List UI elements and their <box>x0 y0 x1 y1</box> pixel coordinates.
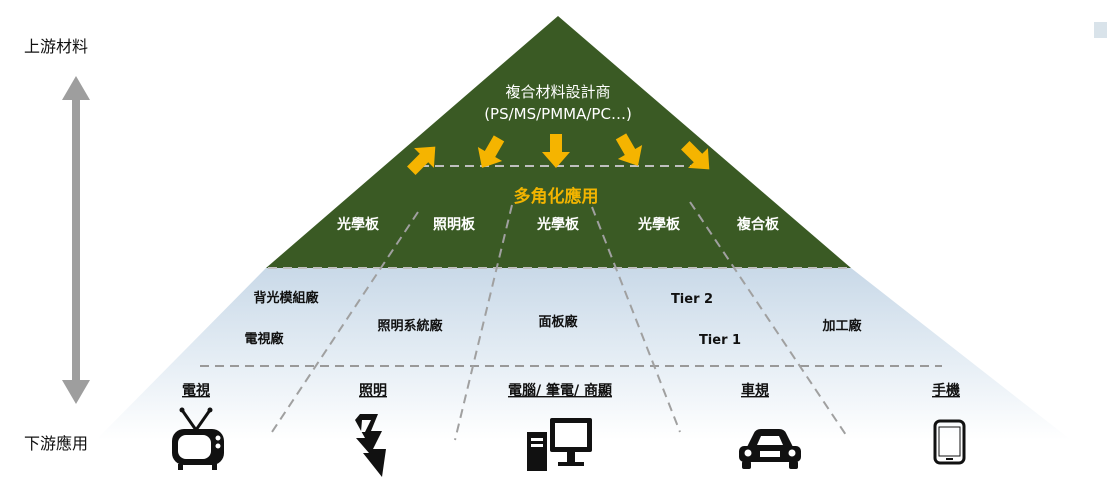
app-label-tv: 電視 <box>182 382 210 399</box>
upstream-label: 上游材料 <box>24 37 88 56</box>
center-label: 多角化應用 <box>514 186 599 207</box>
tier1-label: Tier 1 <box>699 333 741 348</box>
corner-mark <box>1094 22 1107 38</box>
board-label: 光學板 <box>637 216 681 233</box>
arrow-icon <box>477 135 505 168</box>
tv-factory-label: 電視廠 <box>244 331 284 347</box>
pyramid-lower-section <box>96 268 1071 440</box>
processing-factory-label: 加工廠 <box>821 318 862 334</box>
car-icon <box>739 429 801 469</box>
tier2-label: Tier 2 <box>671 292 713 307</box>
computer-icon <box>527 418 592 471</box>
lighting-system-label: 照明系統廠 <box>377 318 443 334</box>
panel-factory-label: 面板廠 <box>538 314 578 330</box>
vertical-axis-arrow <box>62 76 90 404</box>
downstream-label: 下游應用 <box>24 434 88 453</box>
app-label-computer: 電腦/ 筆電/ 商顯 <box>508 382 612 399</box>
arrow-icon <box>681 141 710 170</box>
diagonal-dividers <box>271 201 849 441</box>
lightning-icon <box>355 414 386 477</box>
app-label-automotive: 車規 <box>741 382 769 399</box>
arrow-icon <box>542 134 570 168</box>
phone-icon <box>933 419 966 465</box>
app-label-phone: 手機 <box>932 382 960 399</box>
board-label: 照明板 <box>433 216 476 233</box>
board-label: 光學板 <box>336 216 380 233</box>
tv-icon <box>172 407 224 470</box>
top-title-line2: (PS/MS/PMMA/PC…) <box>484 105 632 123</box>
board-label: 光學板 <box>536 216 580 233</box>
top-title-line1: 複合材料設計商 <box>505 83 610 101</box>
diversification-arrows <box>407 133 710 175</box>
backlight-module-label: 背光模組廠 <box>253 290 319 306</box>
app-label-lighting: 照明 <box>359 383 387 399</box>
arrow-icon <box>407 146 436 175</box>
board-label: 複合板 <box>736 216 780 233</box>
arrow-icon <box>615 133 643 166</box>
